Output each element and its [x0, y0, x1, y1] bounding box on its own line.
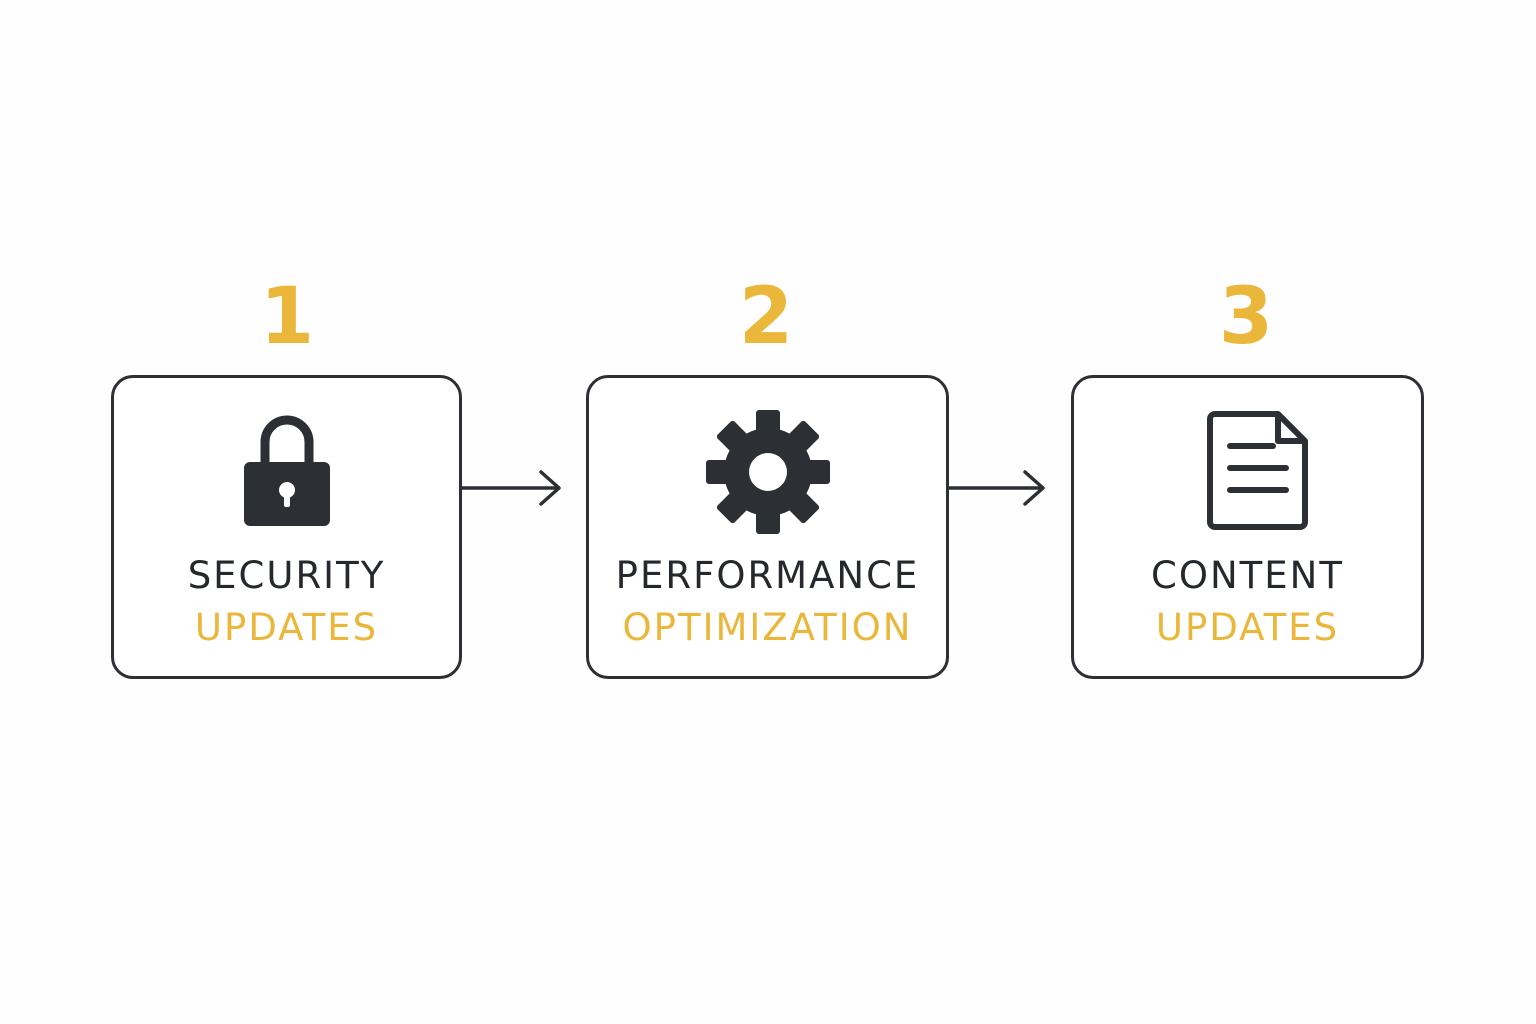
step-number-2: 2 — [738, 272, 794, 362]
step-title: PERFORMANCE — [615, 554, 920, 597]
step-subtitle: UPDATES — [194, 606, 379, 649]
step-number-3: 3 — [1218, 272, 1274, 362]
step-card-security-updates: SECURITY UPDATES — [111, 375, 462, 679]
step-number-1: 1 — [259, 272, 315, 362]
step-title: CONTENT — [1151, 554, 1344, 597]
step-title: SECURITY — [187, 554, 386, 597]
step-card-content-updates: CONTENT UPDATES — [1071, 375, 1424, 679]
step-card-performance-optimization: PERFORMANCE OPTIMIZATION — [586, 375, 949, 679]
arrow-right-icon — [949, 470, 1048, 506]
step-subtitle: UPDATES — [1155, 606, 1340, 649]
document-icon — [1183, 406, 1313, 536]
gear-icon — [703, 406, 833, 536]
lock-icon — [222, 406, 352, 536]
arrow-right-icon — [462, 470, 564, 506]
step-subtitle: OPTIMIZATION — [622, 606, 913, 649]
